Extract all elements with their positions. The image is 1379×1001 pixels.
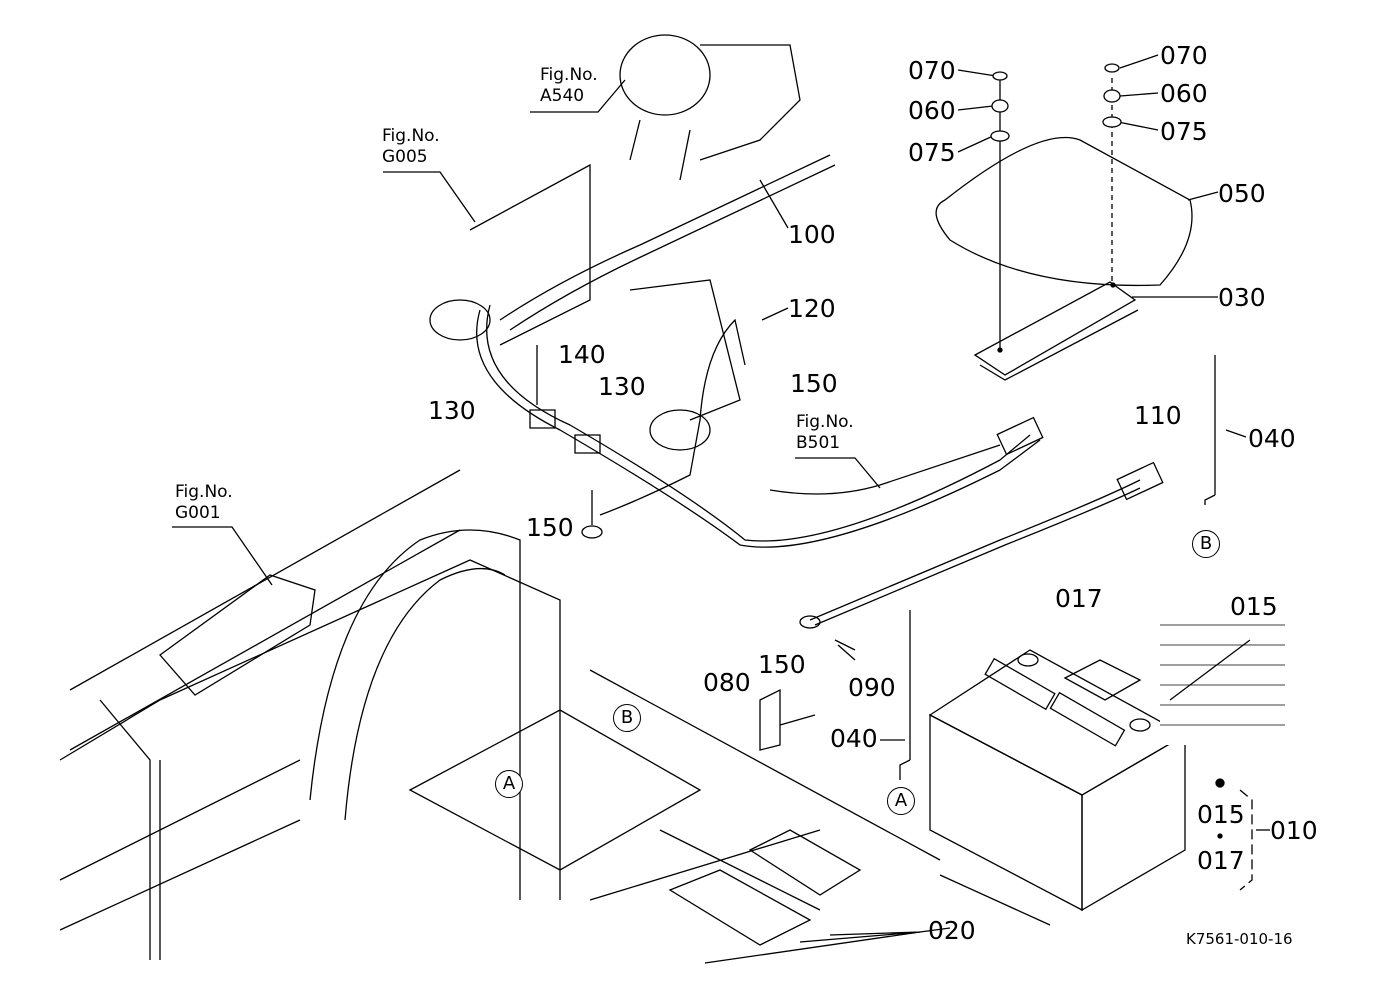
part-label-130: 130 xyxy=(598,372,646,401)
part-label-050: 050 xyxy=(1218,179,1266,208)
fig-ref-number: A540 xyxy=(540,86,585,107)
part-label-017: 017 xyxy=(1055,584,1103,613)
part-label-070: 070 xyxy=(1160,41,1208,70)
leader-lines xyxy=(172,55,1270,963)
fig-ref-g005: Fig.No. G005 xyxy=(382,126,440,169)
part-label-020: 020 xyxy=(928,916,976,945)
part-label-040: 040 xyxy=(830,724,878,753)
part-label-150: 150 xyxy=(758,650,806,679)
part-label-090: 090 xyxy=(848,673,896,702)
fig-ref-g001: Fig.No. G001 xyxy=(175,482,233,525)
part-label-030: 030 xyxy=(1218,283,1266,312)
fig-ref-b501: Fig.No. B501 xyxy=(796,412,854,455)
bracket-080 xyxy=(760,690,780,750)
clamp-130a xyxy=(530,410,555,428)
part-label-120: 120 xyxy=(788,294,836,323)
part-label-040: 040 xyxy=(1248,424,1296,453)
drawing-code: K7561-010-16 xyxy=(1186,930,1293,948)
part-label-017: 017 xyxy=(1197,846,1245,875)
callout-b: B xyxy=(613,704,641,732)
part-label-150: 150 xyxy=(526,513,574,542)
battery-cover-050 xyxy=(936,138,1192,286)
callout-b: B xyxy=(1192,530,1220,558)
fig-ref-a540: Fig.No. A540 xyxy=(540,65,598,108)
part-label-130: 130 xyxy=(428,396,476,425)
part-label-075: 075 xyxy=(908,138,956,167)
fig-ref-label: Fig.No. xyxy=(796,412,854,432)
callout-a: A xyxy=(887,787,915,815)
cables xyxy=(477,155,1163,628)
fig-ref-number: G001 xyxy=(175,503,221,524)
battery-017 xyxy=(930,650,1185,925)
fig-ref-label: Fig.No. xyxy=(540,65,598,85)
part-label-075: 075 xyxy=(1160,117,1208,146)
part-label-110: 110 xyxy=(1134,401,1182,430)
part-label-150: 150 xyxy=(790,369,838,398)
part-label-060: 060 xyxy=(908,96,956,125)
part-label-015: 015 xyxy=(1230,592,1278,621)
part-label-070: 070 xyxy=(908,56,956,85)
part-label-080: 080 xyxy=(703,668,751,697)
fig-ref-number: G005 xyxy=(382,147,428,168)
callout-a: A xyxy=(495,770,523,798)
fasteners xyxy=(991,64,1121,141)
part-label-140: 140 xyxy=(558,340,606,369)
part-label-100: 100 xyxy=(788,220,836,249)
fig-ref-label: Fig.No. xyxy=(175,482,233,502)
battery-mat-015 xyxy=(1160,625,1285,745)
fig-ref-label: Fig.No. xyxy=(382,126,440,146)
chassis-frame xyxy=(60,165,940,960)
part-label-010: 010 xyxy=(1270,816,1318,845)
battery-bracket-030 xyxy=(975,282,1138,380)
part-label-015: 015 xyxy=(1197,800,1245,829)
alternator xyxy=(620,35,800,180)
fig-ref-number: B501 xyxy=(796,433,841,454)
part-label-060: 060 xyxy=(1160,79,1208,108)
clamp-130b xyxy=(575,435,600,453)
